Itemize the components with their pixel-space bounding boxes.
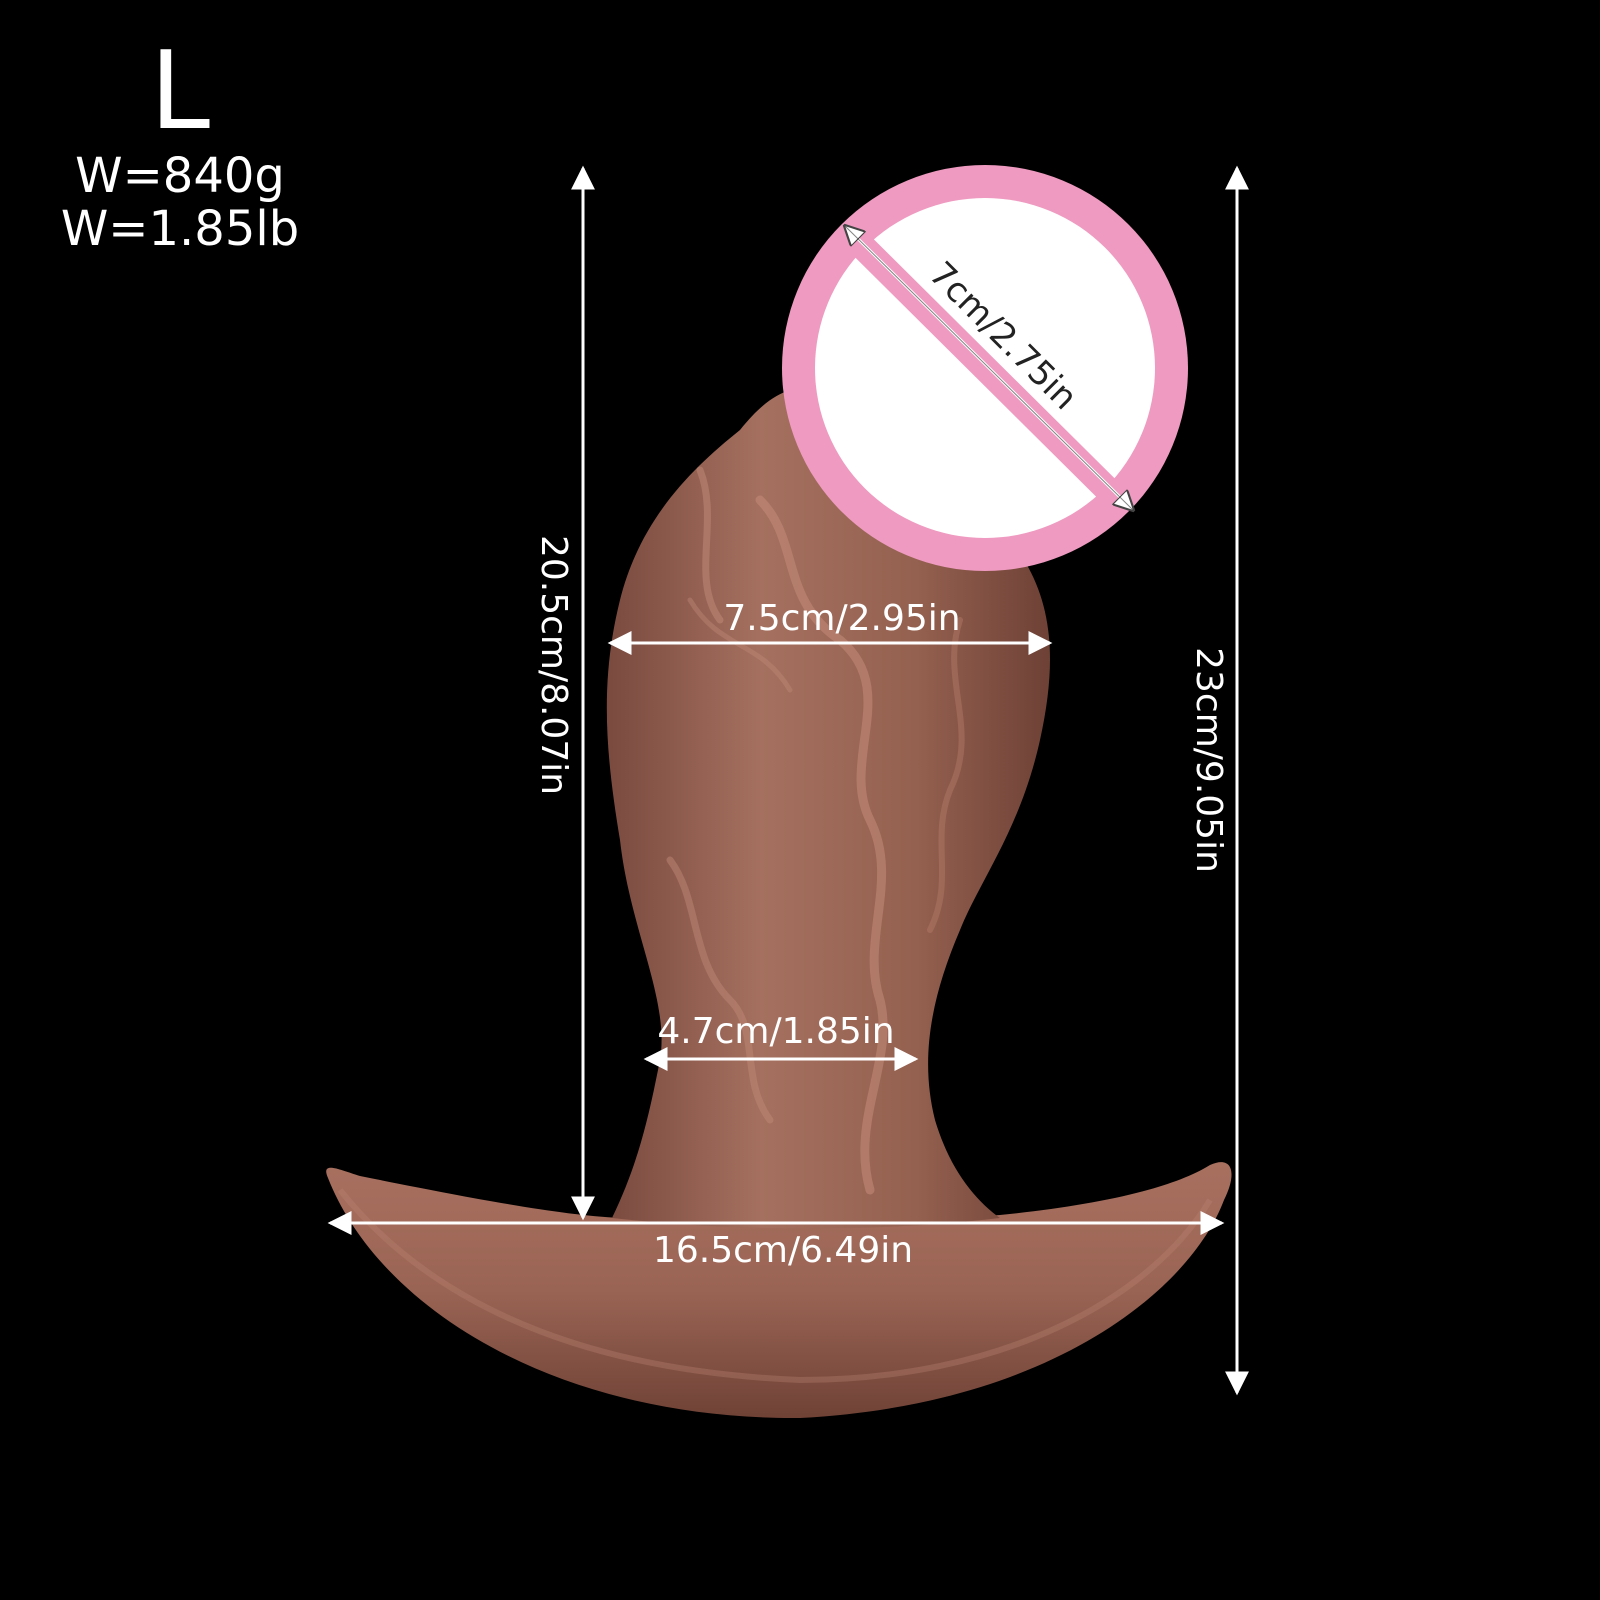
neck-width-label: 4.7cm/1.85in <box>657 1011 895 1052</box>
product-body <box>606 389 1050 1229</box>
weight-grams: W=840g <box>75 148 285 204</box>
total-length-label: 23cm/9.05in <box>1188 647 1229 873</box>
top-width-label: 7.5cm/2.95in <box>723 598 961 639</box>
insertable-length-label: 20.5cm/8.07in <box>533 534 574 796</box>
base-width-label: 16.5cm/6.49in <box>652 1230 914 1271</box>
weight-pounds: W=1.85lb <box>60 201 300 257</box>
size-label: L <box>149 29 211 154</box>
